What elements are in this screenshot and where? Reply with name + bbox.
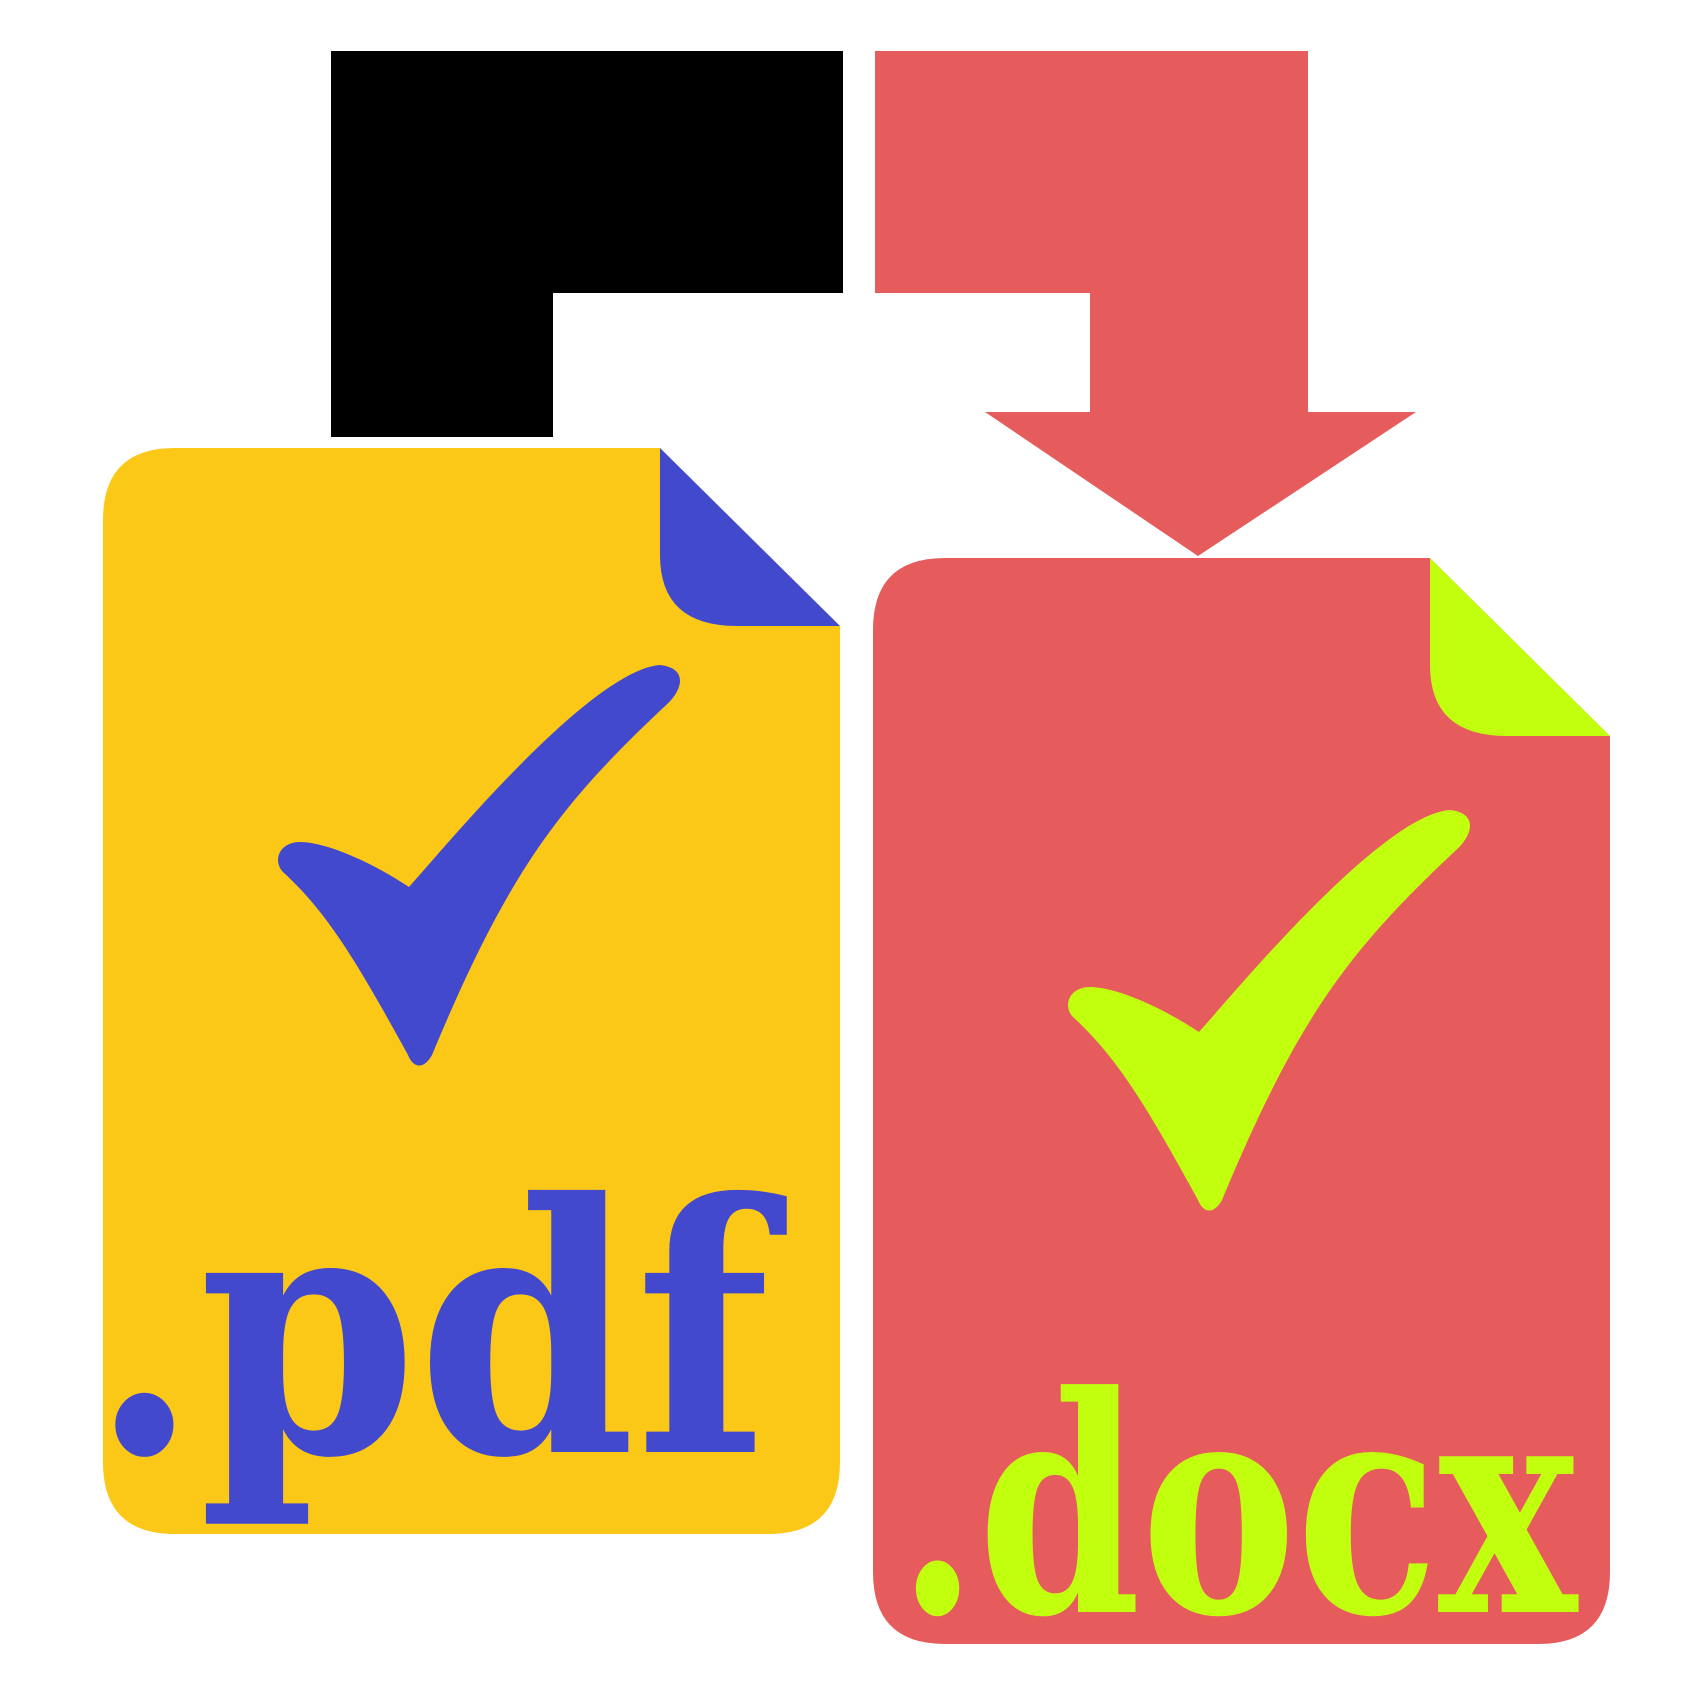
docx-file-corner-fold xyxy=(1430,558,1610,736)
pdf-file-corner-fold xyxy=(660,448,840,626)
pdf-file-icon: .pdf xyxy=(90,448,840,1534)
docx-file-icon: .docx xyxy=(873,558,1610,1683)
docx-checkmark-icon xyxy=(1068,810,1470,1211)
docx-extension-label: .docx xyxy=(897,1330,1580,1683)
pdf-checkmark-icon xyxy=(278,665,680,1066)
pdf-file-body xyxy=(103,448,840,1534)
pdf-extension-label: .pdf xyxy=(90,1129,787,1534)
down-arrow-icon xyxy=(875,51,1416,556)
connector-black xyxy=(331,51,843,437)
